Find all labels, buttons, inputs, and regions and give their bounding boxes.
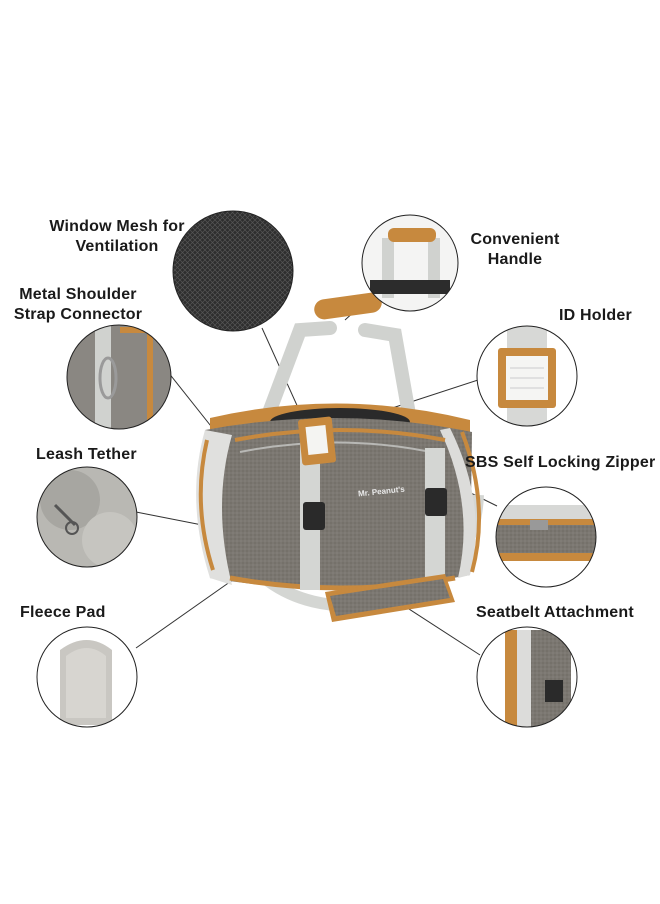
label-seatbelt-line1: Seatbelt Attachment [476, 604, 634, 621]
id-holder-detail-circle [476, 325, 578, 427]
label-handle: Convenient Handle [460, 230, 570, 270]
label-window-mesh: Window Mesh for Ventilation [44, 217, 190, 257]
label-leash-tether: Leash Tether [36, 445, 137, 465]
label-window-mesh-line2: Ventilation [75, 238, 159, 255]
mesh-detail-circle [172, 210, 294, 332]
label-shoulder-line2: Strap Connector [13, 306, 143, 323]
label-shoulder-line1: Metal Shoulder [19, 286, 137, 303]
label-handle-line2: Handle [487, 251, 543, 268]
label-zipper-line1: SBS Self Locking Zipper [465, 454, 656, 471]
zipper-detail-circle [495, 486, 597, 588]
label-zipper: SBS Self Locking Zipper [465, 453, 655, 473]
pet-carrier-bag [196, 292, 484, 622]
label-window-mesh-line1: Window Mesh for [49, 218, 185, 235]
label-fleece-pad: Fleece Pad [20, 603, 106, 623]
seatbelt-detail-circle [476, 626, 578, 728]
shoulder-connector-detail-circle [66, 324, 172, 430]
label-id-holder: ID Holder [559, 306, 632, 326]
label-handle-line1: Convenient [470, 231, 560, 248]
label-leash-line1: Leash Tether [36, 446, 137, 463]
fleece-pad-detail-circle [36, 626, 138, 728]
label-fleece-line1: Fleece Pad [20, 604, 106, 621]
label-shoulder-connector: Metal Shoulder Strap Connector [6, 285, 150, 325]
label-id-holder-line1: ID Holder [559, 307, 632, 324]
leash-tether-detail-circle [36, 466, 138, 568]
handle-detail-circle [361, 214, 459, 312]
label-seatbelt: Seatbelt Attachment [476, 603, 634, 623]
